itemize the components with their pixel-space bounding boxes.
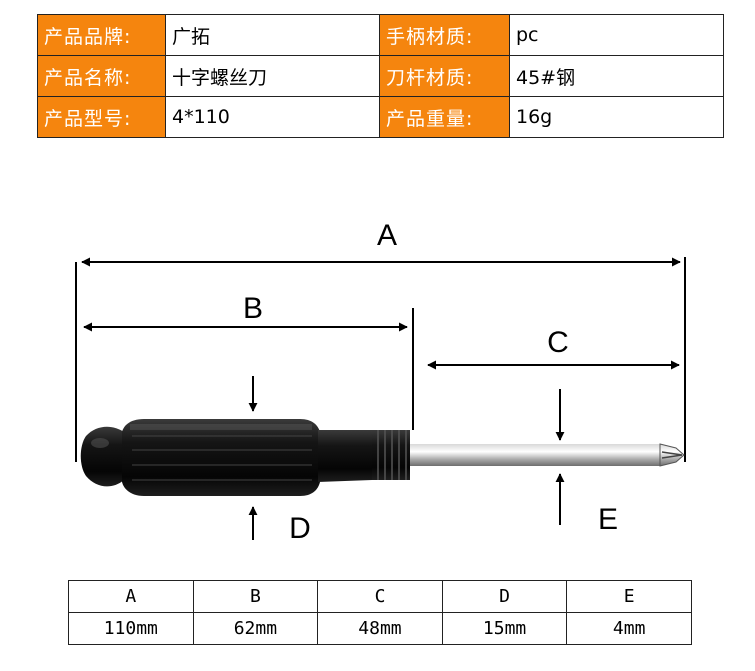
product-name-label: 产品名称: [37,55,166,97]
extension-lines [75,257,686,462]
dimensions-header-row: A B C D E [68,580,692,613]
dimensions-table: A B C D E 110mm 62mm 48mm 15mm 4mm [68,580,692,645]
product-name-value: 十字螺丝刀 [165,55,380,97]
brand-label: 产品品牌: [37,14,166,56]
dimensions-value-c: 48mm [317,612,443,645]
handle-neck [318,430,372,482]
handle-grip [122,419,320,496]
dimension-e-letter: E [598,503,618,536]
dimension-d-letter: D [289,512,311,545]
handle-material-value: pc [509,14,724,56]
weight-label: 产品重量: [379,96,510,138]
dimensions-header-a: A [68,580,194,613]
dimensions-value-d: 15mm [441,612,568,645]
shaft-material-value: 45#钢 [509,55,724,97]
handle-ferrule [372,430,410,480]
dimension-b-letter: B [243,292,263,325]
handle-knob [80,426,124,487]
dimensions-header-d: D [441,580,568,613]
dimension-a-letter: A [377,219,397,252]
model-value: 4*110 [165,96,380,138]
screwdriver-tip [659,443,685,467]
shaft-material-label: 刀杆材质: [379,55,510,97]
spec-row-brand: 产品品牌: 广拓 手柄材质: pc [37,14,724,56]
dimensions-value-row: 110mm 62mm 48mm 15mm 4mm [68,612,692,645]
dimensions-value-a: 110mm [68,612,194,645]
model-label: 产品型号: [37,96,166,138]
screwdriver-shaft [410,444,662,466]
dimensions-header-c: C [317,580,443,613]
dimensions-header-e: E [566,580,692,613]
dimensions-value-b: 62mm [192,612,319,645]
dimensions-header-b: B [192,580,319,613]
dimensions-value-e: 4mm [566,612,692,645]
spec-table: 产品品牌: 广拓 手柄材质: pc 产品名称: 十字螺丝刀 刀杆材质: 45#钢… [37,14,724,138]
spec-row-name: 产品名称: 十字螺丝刀 刀杆材质: 45#钢 [37,55,724,97]
weight-value: 16g [509,96,724,138]
screwdriver-image [80,419,685,496]
spec-row-model: 产品型号: 4*110 产品重量: 16g [37,96,724,138]
dimension-c-letter: C [547,326,569,359]
